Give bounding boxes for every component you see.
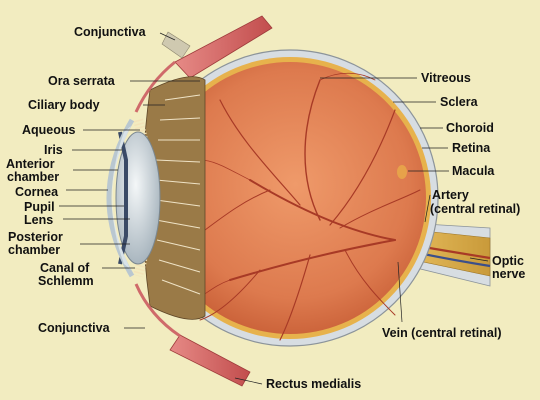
anterior-chamber — [112, 126, 131, 270]
iris — [118, 131, 128, 265]
label-retina: Retina — [452, 141, 491, 155]
label-ora-serrata: Ora serrata — [48, 74, 115, 88]
label-anterior-chamber-2: chamber — [7, 170, 60, 184]
conjunctiva — [134, 60, 181, 338]
label-sclera: Sclera — [440, 95, 478, 109]
ciliary-processes — [155, 94, 201, 295]
label-macula: Macula — [452, 164, 495, 178]
label-ciliary-body: Ciliary body — [28, 98, 100, 112]
label-aqueous: Aqueous — [22, 123, 76, 137]
label-pupil: Pupil — [24, 200, 55, 214]
label-anterior-chamber-1: Anterior — [6, 157, 55, 171]
label-artery-2: (central retinal) — [430, 202, 521, 216]
label-conjunctiva-top: Conjunctiva — [74, 25, 146, 39]
retina — [154, 62, 426, 334]
label-cornea: Cornea — [15, 185, 59, 199]
label-posterior-chamber-1: Posterior — [8, 230, 63, 244]
macula — [397, 165, 407, 179]
label-iris: Iris — [44, 143, 63, 157]
rectus-muscle-bottom — [169, 334, 251, 387]
label-canal-of-schlemm-1: Canal of — [40, 261, 90, 275]
retinal-vessels — [194, 72, 421, 341]
label-rectus-medialis: Rectus medialis — [266, 377, 362, 391]
label-optic-nerve-2: nerve — [492, 267, 526, 281]
label-artery-1: Artery — [432, 188, 469, 202]
label-vitreous: Vitreous — [421, 71, 471, 85]
label-vein-central-retinal: Vein (central retinal) — [382, 326, 502, 340]
label-canal-of-schlemm-2: Schlemm — [38, 274, 94, 288]
label-conjunctiva-bottom: Conjunctiva — [38, 321, 110, 335]
label-choroid: Choroid — [446, 121, 494, 135]
label-lens: Lens — [24, 213, 54, 227]
label-posterior-chamber-2: chamber — [8, 243, 61, 257]
rectus-muscle-top — [161, 15, 273, 79]
leader-lines — [59, 32, 489, 385]
label-optic-nerve-1: Optic — [492, 254, 524, 268]
